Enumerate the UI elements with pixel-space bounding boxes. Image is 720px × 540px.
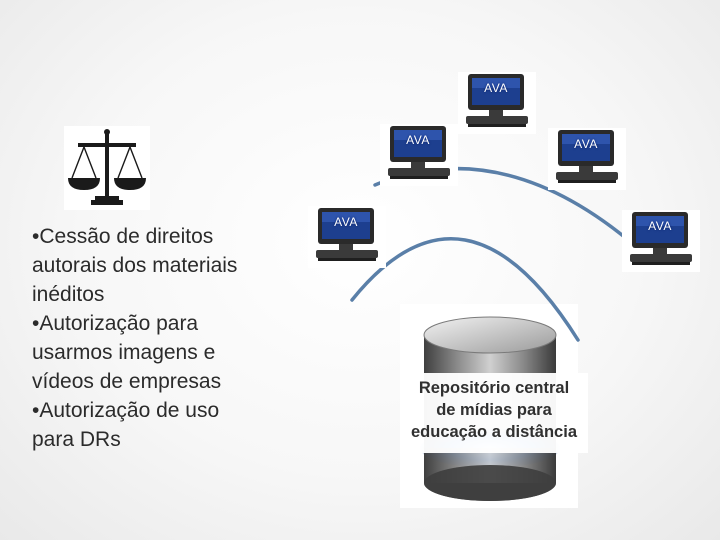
computer-monitor-icon	[622, 210, 700, 272]
computer-monitor-icon	[548, 128, 626, 190]
bullet-line: usarmos imagens e	[32, 341, 216, 364]
bullet-line: autorais dos materiais	[32, 254, 238, 277]
scales-of-justice-icon	[64, 126, 150, 210]
computer-monitor-icon	[308, 206, 386, 268]
rights-bullet-list: •Cessão de direitos autorais dos materia…	[32, 222, 282, 454]
ava-label: AVA	[334, 215, 358, 229]
bullet-line: •Autorização para	[32, 312, 199, 335]
ava-label: AVA	[574, 137, 598, 151]
ava-label: AVA	[484, 81, 508, 95]
ava-computer-upper-left: AVA	[380, 124, 458, 186]
bullet-line: inéditos	[32, 283, 105, 306]
ava-computer-upper-right: AVA	[548, 128, 626, 190]
ava-computer-right: AVA	[622, 210, 700, 272]
repository-label-line: de mídias para	[436, 401, 552, 419]
computer-monitor-icon	[458, 72, 536, 134]
ava-computer-top: AVA	[458, 72, 536, 134]
repository-label-line: educação a distância	[411, 423, 577, 441]
bullet-line: •Autorização de uso	[32, 399, 220, 422]
repository-label: Repositório central de mídias para educa…	[400, 373, 588, 453]
repository-label-line: Repositório central	[418, 379, 570, 397]
ava-label: AVA	[406, 133, 430, 147]
signal-arc-middle	[350, 237, 580, 342]
bullet-line: para DRs	[32, 428, 121, 451]
ava-computer-left: AVA	[308, 206, 386, 268]
bullet-line: vídeos de empresas	[32, 370, 222, 393]
ava-label: AVA	[648, 219, 672, 233]
computer-monitor-icon	[380, 124, 458, 186]
bullet-line: •Cessão de direitos	[32, 225, 214, 248]
